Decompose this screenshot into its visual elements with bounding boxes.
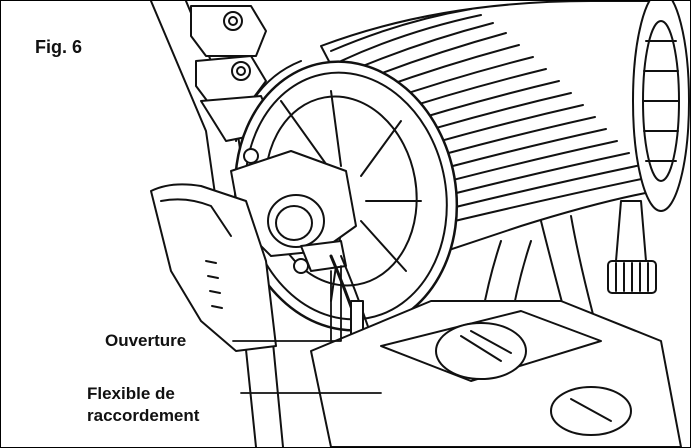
figure-title: Fig. 6	[35, 37, 83, 57]
leader-lines	[232, 265, 382, 394]
hose-guide-housing	[230, 150, 357, 272]
hose-callout-line1: Flexible de	[87, 384, 175, 404]
opening-callout: Ouverture	[105, 331, 187, 351]
adjustment-knob	[607, 200, 657, 294]
upper-clamps	[190, 5, 277, 142]
hose-callout-line2: raccordement	[87, 406, 200, 426]
handle-holder	[150, 183, 277, 352]
pump-base	[310, 300, 682, 447]
